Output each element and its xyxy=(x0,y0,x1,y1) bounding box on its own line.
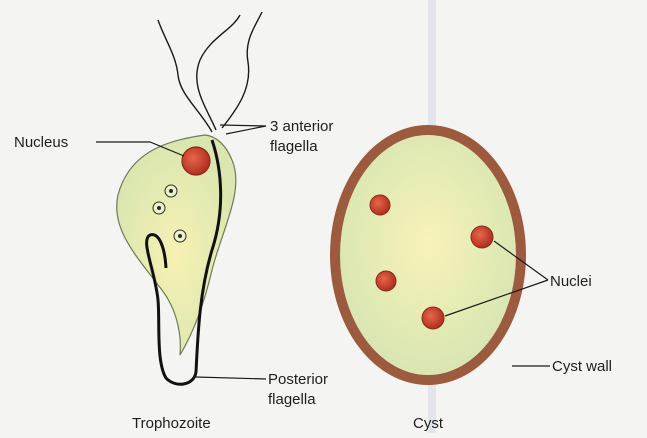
label-posterior-flagella-1: Posterior xyxy=(268,371,328,388)
leader-anterior-flagella-a xyxy=(220,125,266,126)
cyst-nucleus-4 xyxy=(422,307,444,329)
caption-cyst: Cyst xyxy=(413,415,444,432)
label-anterior-flagella-2: flagella xyxy=(270,138,318,155)
cyst xyxy=(330,125,526,385)
cyst-nucleus-3 xyxy=(376,271,396,291)
caption-trophozoite: Trophozoite xyxy=(132,415,211,432)
trophozoite-nucleus xyxy=(182,147,210,175)
cyst-nucleus-2 xyxy=(471,226,493,248)
leader-anterior-flagella-b xyxy=(226,126,266,134)
trophozoite xyxy=(117,12,262,384)
cyst-nucleus-1 xyxy=(370,195,390,215)
cyst-body xyxy=(340,135,516,375)
anterior-flagellum-1 xyxy=(158,20,212,132)
label-nuclei: Nuclei xyxy=(550,273,592,290)
label-anterior-flagella-1: 3 anterior xyxy=(270,118,333,135)
leader-posterior-flagella xyxy=(196,377,266,379)
label-posterior-flagella-2: flagella xyxy=(268,391,316,408)
label-cyst-wall: Cyst wall xyxy=(552,358,612,375)
label-nucleus: Nucleus xyxy=(14,134,68,151)
